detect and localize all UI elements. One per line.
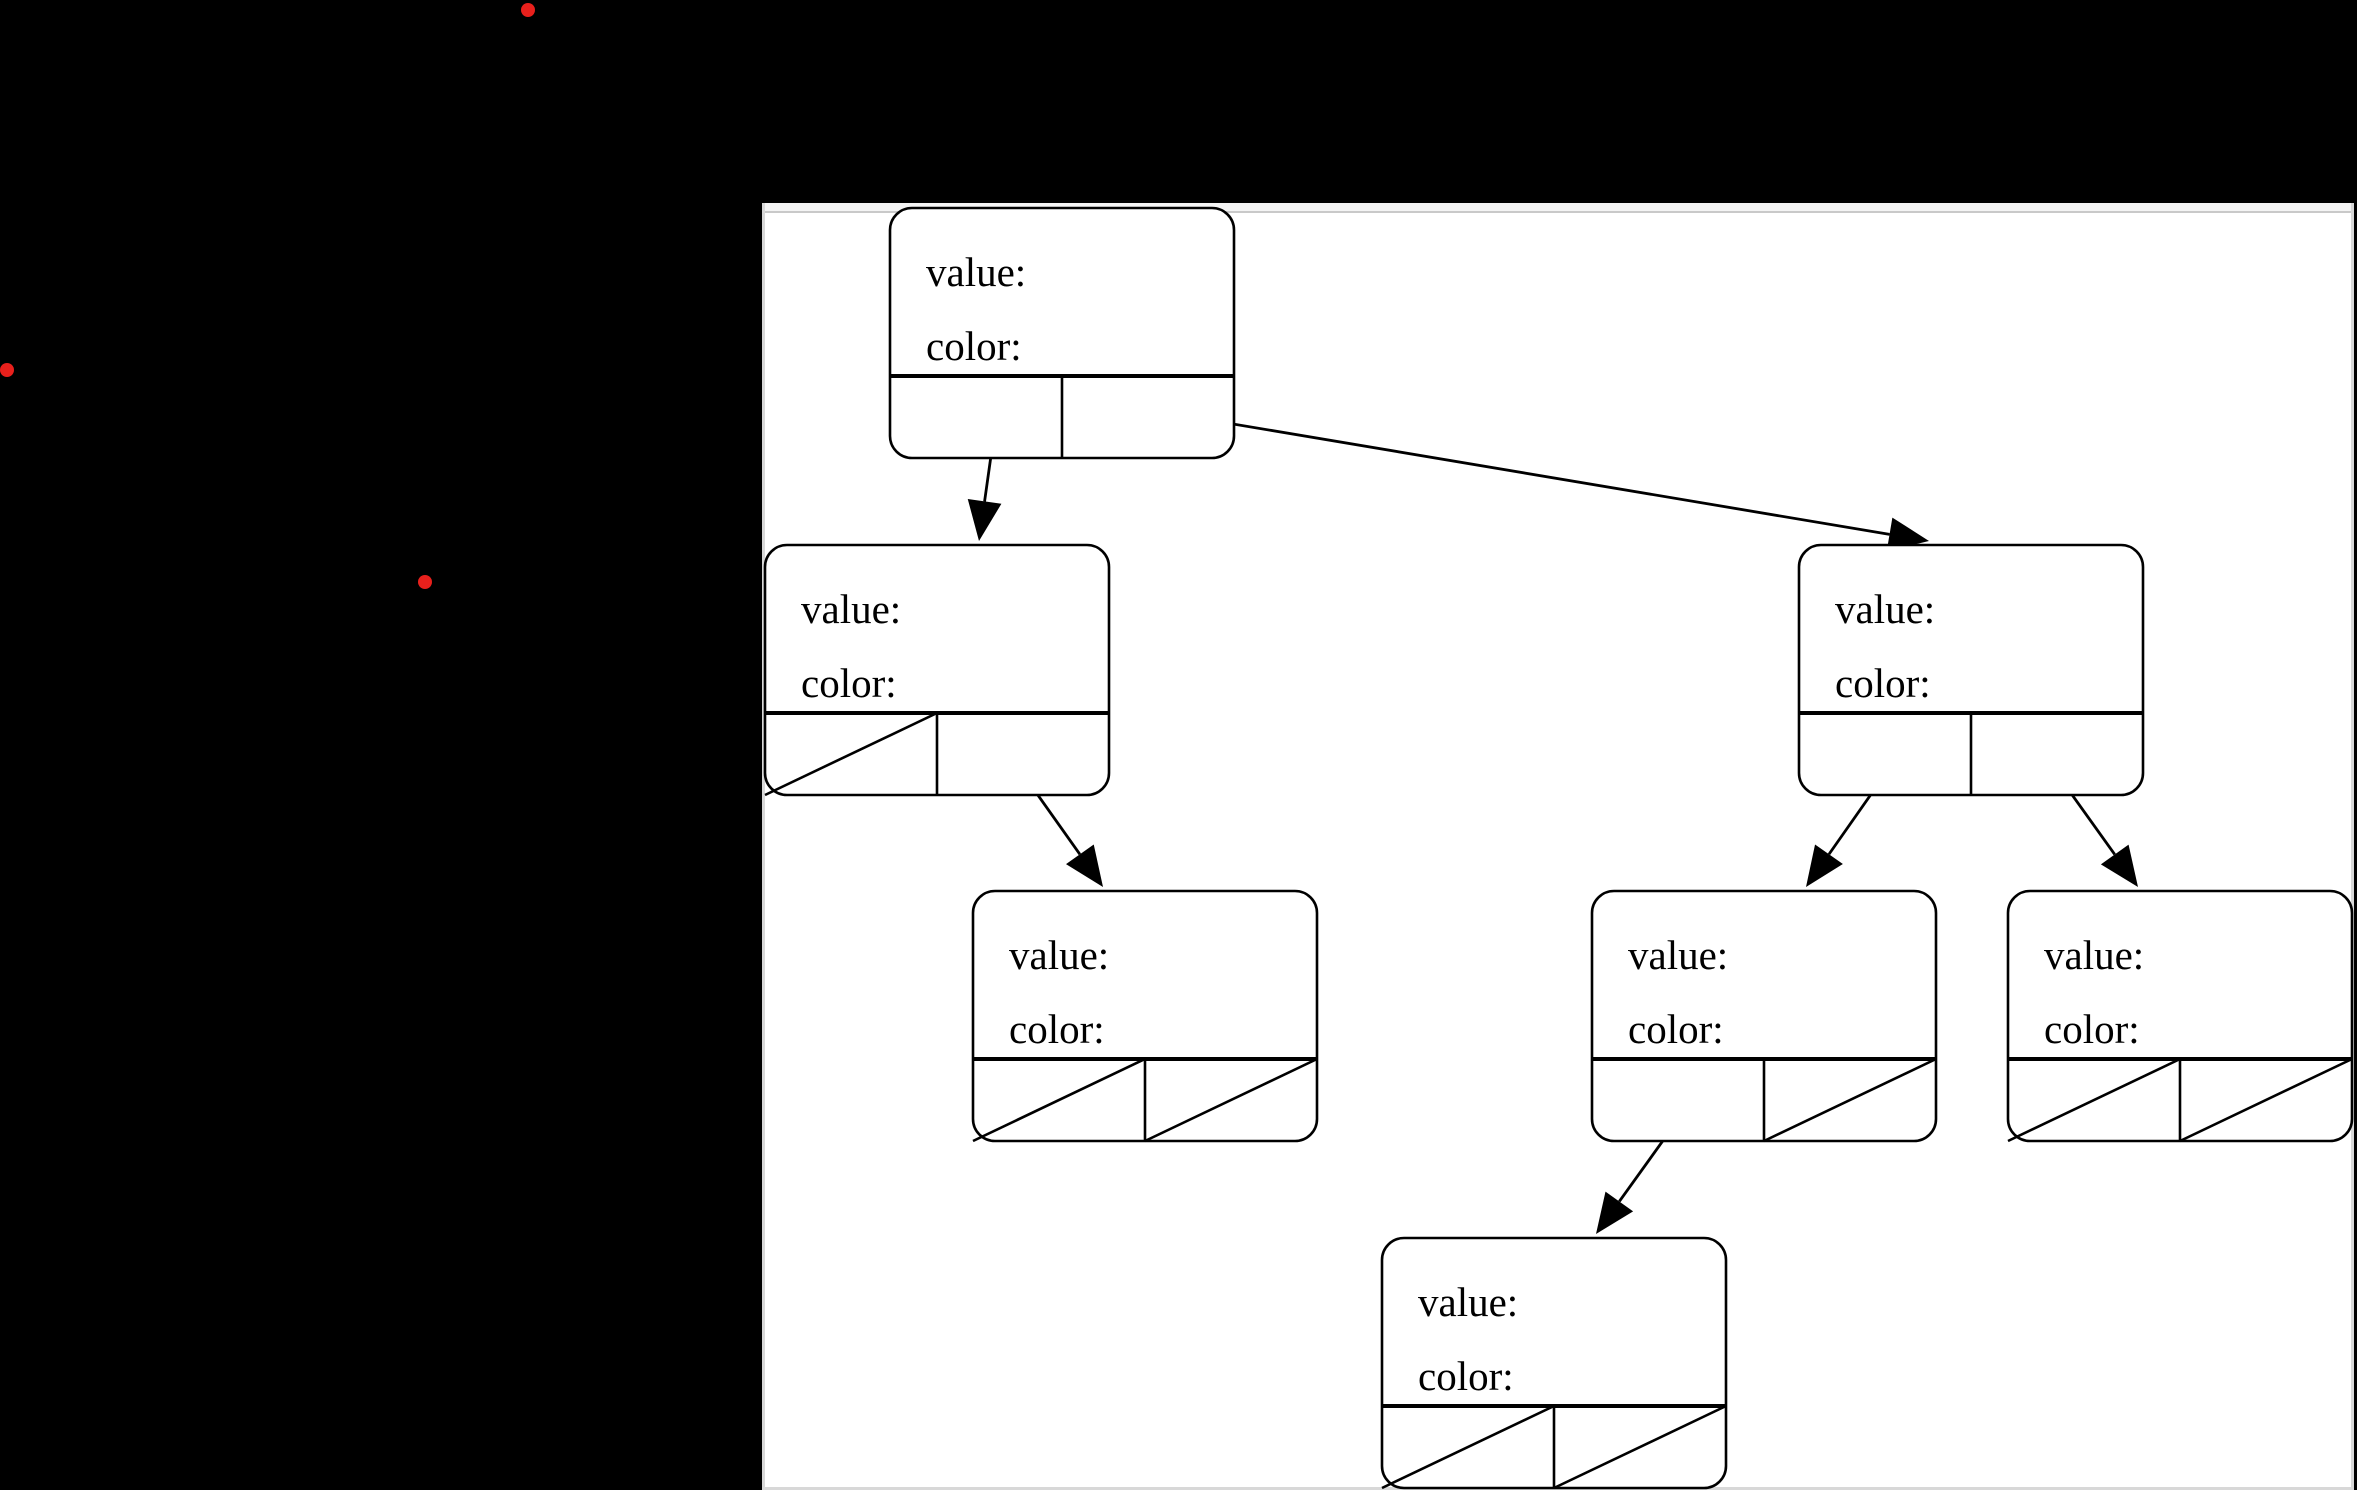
tree-node-right-left-right-null-slash: [1763, 1057, 1937, 1143]
tree-node-right-right-leaf-value-label: value:: [2044, 932, 2144, 978]
panel-header-strip: [762, 203, 2354, 211]
tree-node-left-right-leaf[interactable]: value: color:: [971, 889, 1319, 1143]
tree-node-deep-leaf-right-null-slash: [1553, 1404, 1727, 1490]
tree-node-root-color-label: color:: [926, 323, 1022, 369]
tree-node-left-child-left-null-slash: [764, 711, 938, 797]
edge-right-right-arrowhead: [2100, 844, 2138, 887]
edge-root-right: [1125, 404, 1929, 552]
edge-right-left-arrowhead: [1806, 844, 1843, 887]
edge-root-right-arrowhead: [1886, 517, 1929, 552]
tree-node-deep-leaf-value-label: value:: [1418, 1279, 1518, 1325]
tree-node-right-right-leaf-left-null-slash: [2007, 1057, 2181, 1143]
marker-dot-left: [0, 363, 14, 377]
edge-root-left-arrowhead: [967, 499, 1002, 541]
tree-node-root-value-label: value:: [926, 249, 1026, 295]
tree-node-root[interactable]: value: color:: [888, 206, 1236, 460]
tree-diagram: value:color:value:color:value:color:valu…: [763, 206, 2354, 1490]
panel-right-border: [2351, 203, 2354, 1490]
nodes-layer: value:color:value:color:value:color:valu…: [763, 206, 2354, 1490]
tree-node-left-right-leaf-value-label: value:: [1009, 932, 1109, 978]
tree-node-right-child-value-label: value:: [1835, 586, 1935, 632]
tree-node-deep-leaf-color-label: color:: [1418, 1353, 1514, 1399]
tree-node-left-child-value-label: value:: [801, 586, 901, 632]
tree-node-right-right-leaf-right-null-slash: [2179, 1057, 2353, 1143]
marker-dot-mid: [418, 575, 432, 589]
tree-node-left-right-leaf-color-label: color:: [1009, 1006, 1105, 1052]
edge-rightleft-deep-arrowhead: [1596, 1191, 1634, 1234]
tree-node-right-left-color-label: color:: [1628, 1006, 1724, 1052]
panel-left-border: [762, 203, 765, 1490]
tree-node-left-child[interactable]: value: color:: [763, 543, 1111, 797]
tree-node-left-right-leaf-right-null-slash: [1144, 1057, 1318, 1143]
tree-node-left-right-leaf-left-null-slash: [972, 1057, 1146, 1143]
tree-node-deep-leaf[interactable]: value: color:: [1380, 1236, 1728, 1490]
tree-node-right-child[interactable]: value: color:: [1797, 543, 2145, 797]
marker-dot-top: [521, 3, 535, 17]
tree-node-right-left[interactable]: value: color:: [1590, 889, 1938, 1143]
tree-node-deep-leaf-left-null-slash: [1381, 1404, 1555, 1490]
tree-node-right-right-leaf[interactable]: value: color:: [2006, 889, 2354, 1143]
edge-root-right-line: [1125, 404, 1890, 536]
edge-left-right-arrowhead: [1066, 844, 1103, 887]
tree-node-right-left-value-label: value:: [1628, 932, 1728, 978]
panel-header-divider: [762, 211, 2354, 213]
diagram-canvas-panel[interactable]: value:color:value:color:value:color:valu…: [762, 203, 2354, 1490]
tree-node-left-child-color-label: color:: [801, 660, 897, 706]
tree-node-right-child-color-label: color:: [1835, 660, 1931, 706]
tree-node-right-right-leaf-color-label: color:: [2044, 1006, 2140, 1052]
